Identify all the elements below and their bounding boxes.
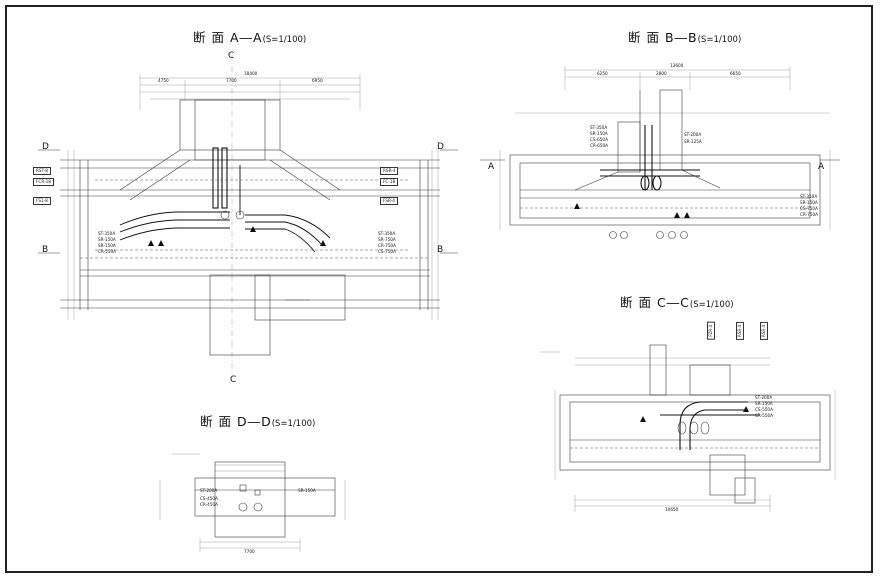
aa-pipe-label-4: CS-750A <box>378 249 396 254</box>
section-aa-scale: (S=1/100) <box>262 35 307 45</box>
cc-dim-overall: 10650 <box>665 507 679 512</box>
sheet-border <box>5 5 873 573</box>
aa-tag-left-3: FS1-8 <box>33 197 51 205</box>
section-bb-title: 断 面 B―B(S=1/100) <box>628 27 741 46</box>
bb-pipe-label-right-1: ST-350A <box>800 194 818 199</box>
section-dd-title-text: 断 面 D―D <box>200 414 272 429</box>
bb-pipe-label-top-2: SR-125A <box>684 139 702 144</box>
cut-mark-c-bottom: C <box>230 375 237 385</box>
bb-pipe-label-left-4: CR-650A <box>590 143 609 148</box>
cc-pipe-label-2: SR-150A <box>755 401 773 406</box>
aa-dim-sub-1: 4750 <box>158 78 169 83</box>
bb-pipe-label-left-3: CS-650A <box>590 137 608 142</box>
aa-dim-overall: 18400 <box>244 71 258 76</box>
aa-pipe-label-left-4: CR-550A <box>98 249 117 254</box>
section-cc-drawing <box>540 344 836 512</box>
aa-pipe-label-left-3: SR-150A <box>98 243 116 248</box>
cut-mark-c-top: C <box>228 51 235 61</box>
section-aa-drawing <box>38 55 458 375</box>
aa-pipe-label-left-1: ST-350A <box>98 231 116 236</box>
aa-tag-left-2: FCR-18 <box>33 178 54 186</box>
section-bb-drawing <box>480 66 840 239</box>
section-cc-title: 断 面 C―C(S=1/100) <box>620 292 734 311</box>
aa-pipe-label-2: SR-750A <box>378 237 396 242</box>
aa-tag-left-1: RST-8 <box>33 167 51 175</box>
section-cc-title-text: 断 面 C―C <box>620 295 690 310</box>
aa-tag-right-3: FSR-4 <box>380 197 398 205</box>
cut-mark-a-left: A <box>488 162 495 172</box>
section-bb-title-text: 断 面 B―B <box>628 30 698 45</box>
bb-pipe-label-left-2: SR-150A <box>590 131 608 136</box>
bb-dim-sub-3: 6650 <box>730 71 741 76</box>
dd-dim-overall: 7700 <box>244 549 255 554</box>
cc-tag-3: RSR-4 <box>760 322 768 340</box>
cc-pipe-label-1: ST-200A <box>755 395 773 400</box>
aa-pipe-label-left-2: SR-150A <box>98 237 116 242</box>
bb-pipe-label-right-4: CR-750A <box>800 212 819 217</box>
cut-mark-d-right: D <box>437 142 444 152</box>
aa-dim-sub-3: 6950 <box>312 78 323 83</box>
aa-pipe-label-1: ST-350A <box>378 231 396 236</box>
section-aa-title-text: 断 面 A―A <box>193 30 263 45</box>
bb-dim-sub-2: 2800 <box>656 71 667 76</box>
aa-pipe-label-3: CR-750A <box>378 243 397 248</box>
aa-tag-right-2: FC-18 <box>380 178 399 186</box>
bb-pipe-label-right-2: SR-150A <box>800 200 818 205</box>
section-bb-scale: (S=1/100) <box>697 35 742 45</box>
section-dd-scale: (S=1/100) <box>271 419 316 429</box>
cc-tag-1: FZR-4 <box>707 322 715 340</box>
dd-pipe-label-left-2: CS-450A <box>200 496 218 501</box>
cut-mark-b-right: B <box>437 245 444 255</box>
dd-pipe-label-left-1: ST-200A <box>200 488 218 493</box>
bb-pipe-label-left-1: ST-350A <box>590 125 608 130</box>
cut-mark-b-left: B <box>42 245 49 255</box>
dd-pipe-label-left-3: CR-450A <box>200 502 219 507</box>
cut-mark-d-left: D <box>42 142 49 152</box>
aa-dim-sub-2: 7700 <box>226 78 237 83</box>
cc-pipe-label-3: CS-550A <box>755 407 773 412</box>
bb-pipe-label-right-3: CS-750A <box>800 206 818 211</box>
dd-pipe-label-right-1: SR-150A <box>298 488 316 493</box>
section-aa-title: 断 面 A―A(S=1/100) <box>193 27 306 46</box>
section-cc-scale: (S=1/100) <box>689 300 734 310</box>
cc-tag-2: RSR-4 <box>736 322 744 340</box>
cc-pipe-label-4: CR-550A <box>755 413 774 418</box>
bb-dim-sub-1: 6250 <box>597 71 608 76</box>
bb-dim-overall: 13600 <box>670 63 684 68</box>
bb-pipe-label-top-1: ST-200A <box>684 132 702 137</box>
aa-tag-right-1: RSR-4 <box>380 167 399 175</box>
section-dd-drawing <box>159 453 346 552</box>
cut-mark-a-right: A <box>818 162 825 172</box>
section-dd-title: 断 面 D―D(S=1/100) <box>200 411 315 430</box>
